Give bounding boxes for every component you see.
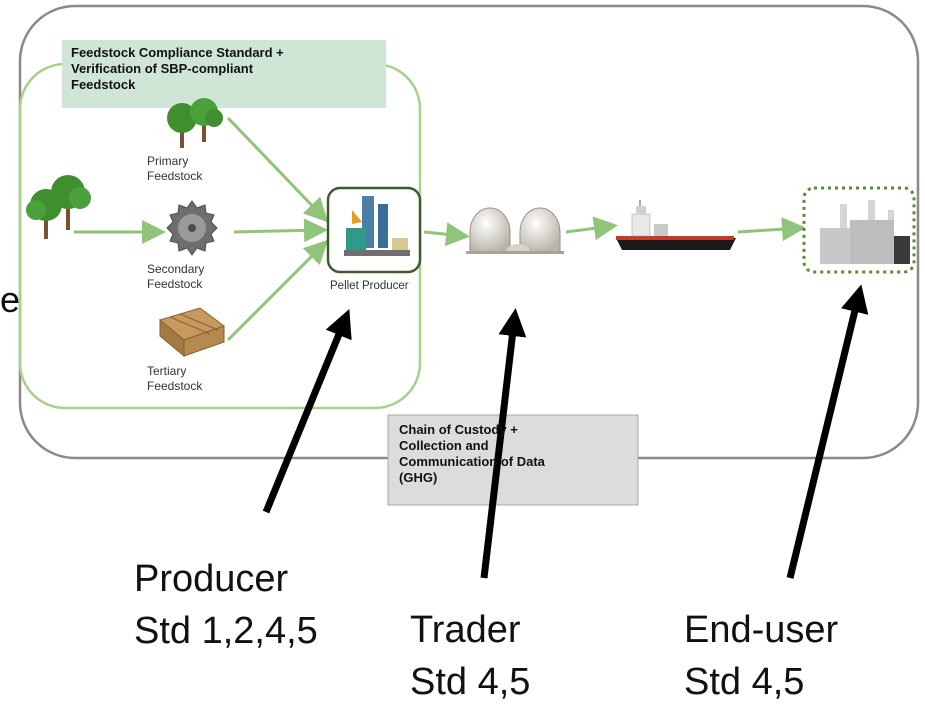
end-user-standards: Std 4,5: [684, 661, 805, 703]
trader-standards: Std 4,5: [410, 661, 531, 703]
chain-of-custody-label: Chain of Custody + Collection and Commun…: [399, 422, 635, 486]
power-plant-icon: [820, 200, 910, 264]
tertiary-label-line-2: Feedstock: [147, 379, 203, 393]
primary-label-line-2: Feedstock: [147, 169, 203, 183]
forest-icon: [26, 175, 91, 239]
tertiary-label-line-1: Tertiary: [147, 364, 187, 378]
trader-role-label: Trader Std 4,5: [410, 604, 530, 708]
pellet-plant-icon: [344, 196, 410, 256]
saw-blade-icon: [166, 200, 218, 256]
cargo-ship-icon: [616, 200, 736, 250]
primary-label-line-1: Primary: [147, 154, 189, 168]
secondary-label-line-2: Feedstock: [147, 277, 203, 291]
clipped-text-fragment: e: [0, 279, 21, 320]
storage-domes-icon: [466, 207, 564, 254]
secondary-label-line-1: Secondary: [147, 262, 205, 276]
secondary-feedstock-label: Secondary Feedstock: [147, 262, 204, 292]
chain-line-2: Collection and: [399, 438, 489, 453]
tertiary-feedstock-label: Tertiary Feedstock: [147, 364, 202, 394]
trader-title: Trader: [410, 609, 521, 651]
compliance-line-3: Feedstock: [71, 77, 136, 92]
flow-arrows: [74, 116, 806, 342]
producer-title: Producer: [134, 558, 289, 600]
pellet-producer-label: Pellet Producer: [330, 280, 409, 292]
end-user-title: End-user: [684, 609, 839, 651]
compliance-standard-box: [62, 40, 386, 108]
primary-feedstock-tree-icon: [167, 98, 223, 148]
compliance-line-2: Verification of SBP-compliant: [71, 61, 254, 76]
producer-role-label: Producer Std 1,2,4,5: [134, 553, 318, 657]
chain-line-4: (GHG): [399, 470, 438, 485]
chain-of-custody-box: [387, 414, 639, 506]
wood-pallet-icon: [158, 307, 226, 358]
primary-feedstock-label: Primary Feedstock: [147, 154, 202, 184]
role-pointer-arrows: [262, 284, 869, 579]
compliance-standard-label: Feedstock Compliance Standard + Verifica…: [71, 45, 381, 93]
compliance-line-1: Feedstock Compliance Standard +: [71, 45, 284, 60]
chain-line-1: Chain of Custody +: [399, 422, 518, 437]
chain-line-3: Communication of Data: [399, 454, 545, 469]
end-user-role-label: End-user Std 4,5: [684, 604, 838, 708]
producer-standards: Std 1,2,4,5: [134, 610, 318, 652]
